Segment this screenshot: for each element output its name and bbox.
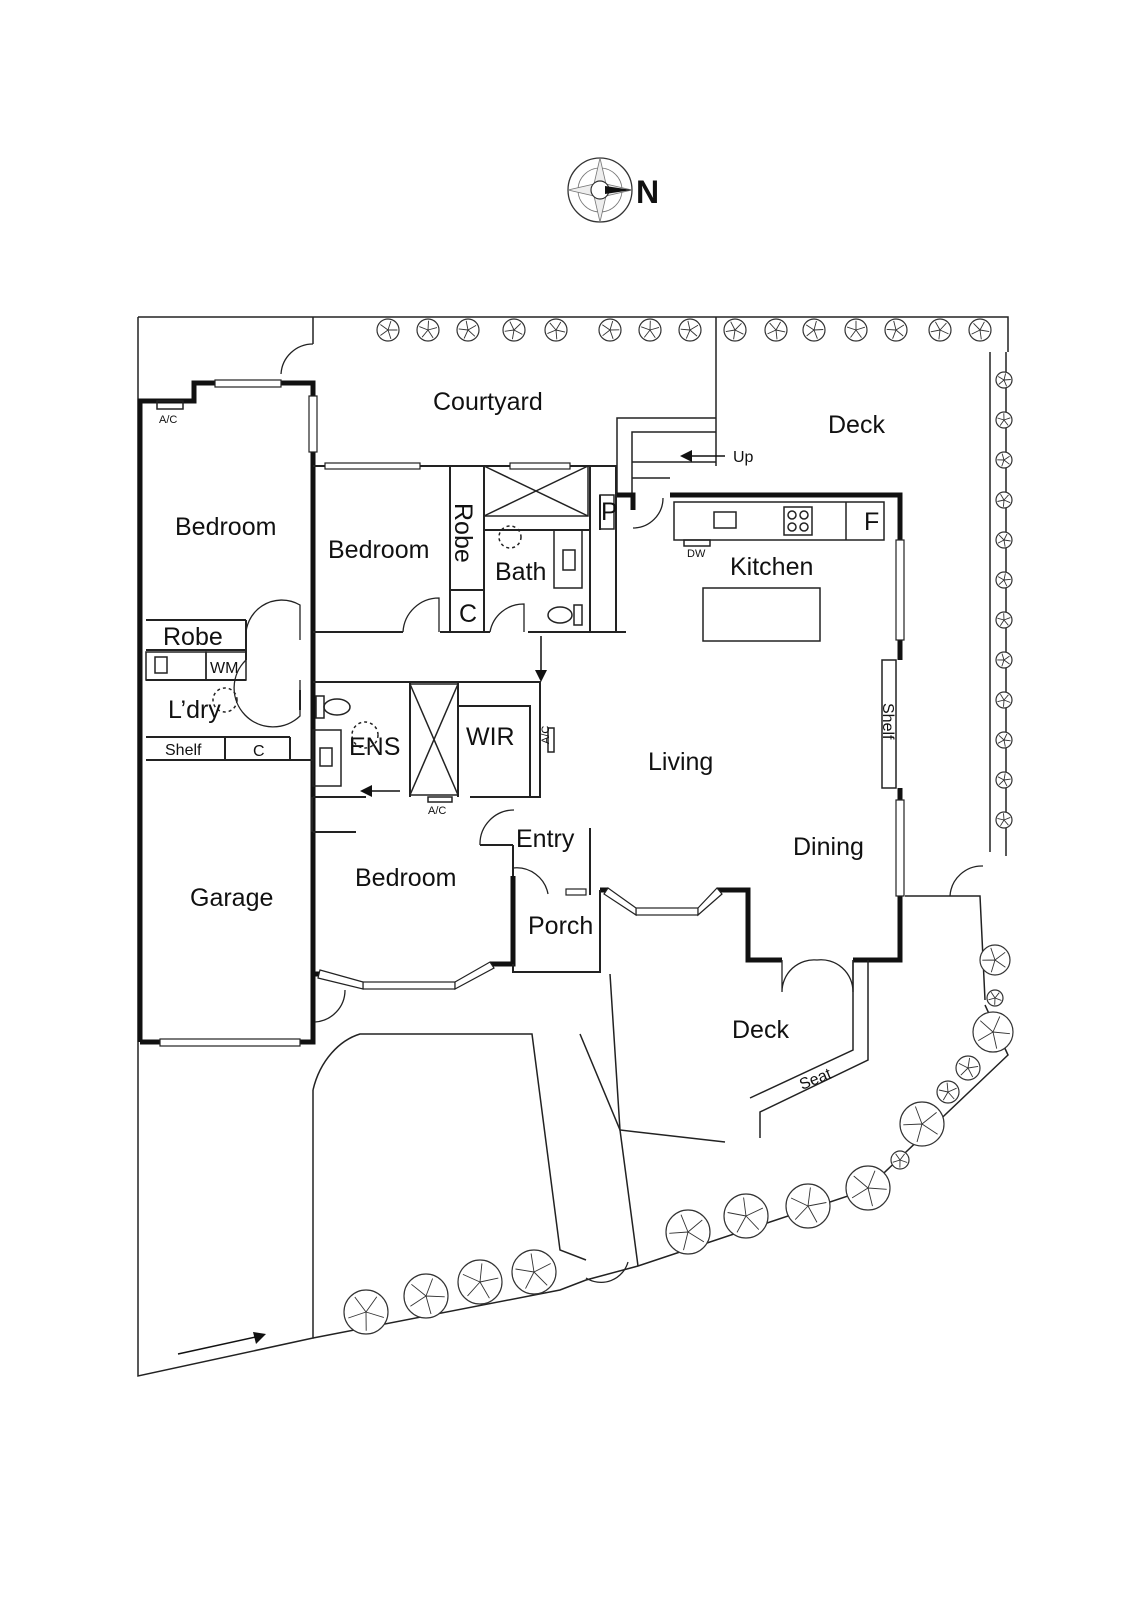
tree-icon [972, 1011, 1014, 1053]
tree-icon [456, 318, 480, 342]
ensuite-fixtures [312, 683, 555, 803]
tree-icon [376, 318, 400, 342]
tree-icon [995, 531, 1013, 549]
tree-icon [343, 1289, 389, 1335]
room-label-porch: Porch [528, 912, 593, 940]
room-label-kitchen: Kitchen [730, 553, 813, 581]
stairs-up-label: Up [733, 449, 754, 466]
tree-icon [995, 731, 1013, 749]
tree-icon [785, 1183, 831, 1229]
tree-icon [995, 651, 1013, 669]
tree-icon [968, 318, 992, 342]
room-label-entry: Entry [516, 825, 575, 853]
ac-label-ens: A/C [428, 805, 446, 817]
deck-seat [609, 960, 869, 1143]
room-label-deck-south: Deck [732, 1016, 789, 1044]
tree-icon [995, 411, 1013, 429]
tree-icon [928, 318, 952, 342]
room-label-wir: WIR [466, 723, 515, 751]
room-label-cupboard-bath: C [459, 600, 477, 628]
tree-icon [457, 1259, 503, 1305]
tree-icon [936, 1080, 960, 1104]
room-label-deck-north: Deck [828, 411, 885, 439]
tree-icon [723, 1193, 769, 1239]
tree-icon [403, 1273, 449, 1319]
tree-icon [995, 811, 1013, 829]
washing-machine-label: WM [210, 660, 238, 677]
ac-unit-west-bedroom [156, 400, 184, 410]
room-label-bedroom-south: Bedroom [355, 864, 456, 892]
tree-icon [638, 318, 662, 342]
tree-icon [678, 318, 702, 342]
room-label-dining: Dining [793, 833, 864, 861]
north-label: N [636, 174, 659, 210]
room-label-ensuite: ENS [349, 733, 400, 761]
tree-icon [995, 611, 1013, 629]
room-label-laundry: L’dry [168, 696, 221, 724]
north-arrow-icon [567, 157, 633, 223]
tree-icon [845, 1165, 891, 1211]
doors [233, 343, 984, 1284]
room-label-shelf-living: Shelf [879, 703, 896, 740]
ac-label-wir: A/C [540, 726, 552, 744]
tree-icon [955, 1055, 981, 1081]
deck-north-edges [905, 352, 991, 1001]
stairs-arrow-icon [680, 450, 725, 462]
tree-icon [884, 318, 908, 342]
kitchen-bench [673, 501, 885, 547]
tree-icon [995, 491, 1013, 509]
tree-icon [665, 1209, 711, 1255]
room-label-garage: Garage [190, 884, 273, 912]
room-label-bedroom-middle: Bedroom [328, 536, 429, 564]
room-label-robe-vertical: Robe [449, 503, 477, 563]
tree-icon [995, 571, 1013, 589]
laundry-fixtures [145, 651, 247, 713]
tree-icon [995, 451, 1013, 469]
room-label-robe-laundry: Robe [163, 623, 223, 651]
room-label-fridge: F [864, 508, 879, 536]
tree-icon [995, 371, 1013, 389]
ac-label-bedroom: A/C [159, 414, 177, 426]
tree-icon [802, 318, 826, 342]
tree-icon [986, 989, 1004, 1007]
tree-icon [844, 318, 868, 342]
room-label-pantry: P [601, 498, 618, 526]
tree-icon [598, 318, 622, 342]
living-shelf [881, 659, 897, 789]
seat-label: Seat [797, 1065, 834, 1093]
tree-icon [502, 318, 526, 342]
landscaping-trees [343, 318, 1014, 1335]
tree-icon [723, 318, 747, 342]
room-label-courtyard: Courtyard [433, 388, 543, 416]
tree-icon [764, 318, 788, 342]
tree-icon [511, 1249, 557, 1295]
tree-icon [544, 318, 568, 342]
room-label-bath: Bath [495, 558, 546, 586]
room-label-living: Living [648, 748, 713, 776]
kitchen-island [702, 587, 821, 642]
tree-icon [995, 691, 1013, 709]
direction-arrows [177, 636, 547, 1355]
exterior-walls [137, 380, 903, 1045]
bath-fixtures [483, 465, 615, 626]
tree-icon [979, 944, 1011, 976]
room-label-bedroom-west: Bedroom [175, 513, 276, 541]
tree-icon [995, 771, 1013, 789]
tree-icon [416, 318, 440, 342]
tree-icon [899, 1101, 945, 1147]
tree-icon [890, 1150, 910, 1170]
dishwasher-label: DW [687, 548, 706, 560]
room-label-shelf-laundry: Shelf [165, 742, 202, 759]
windows [159, 379, 905, 1047]
room-label-cupboard-laundry: C [253, 743, 265, 760]
